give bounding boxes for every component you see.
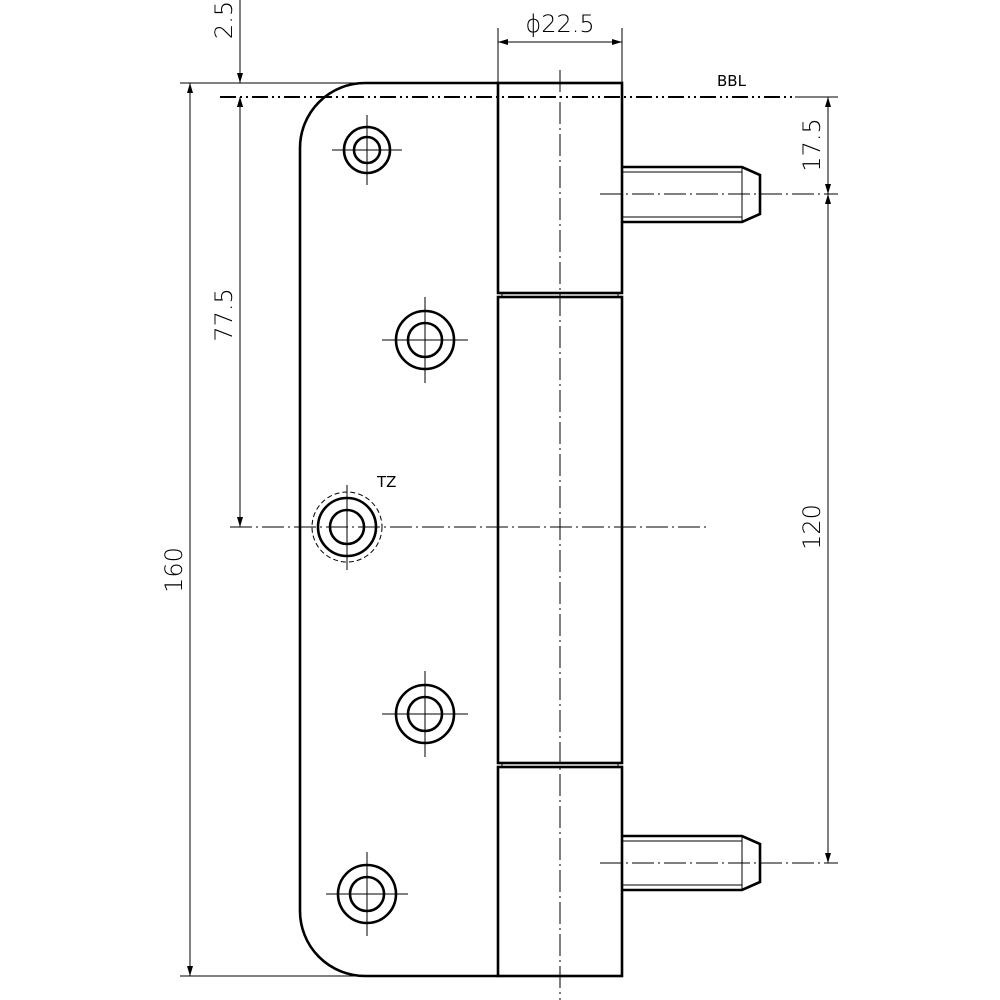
screw-hole-5 (326, 852, 408, 936)
hinge-plate (298, 81, 498, 978)
screw-hole-2 (382, 297, 468, 383)
top-pin (600, 165, 838, 224)
dim-17-5-label: 17.5 (798, 118, 826, 171)
screw-hole-tz: TZ (311, 473, 396, 570)
dim-160-label: 160 (160, 547, 188, 593)
dim-diameter-label: ϕ22.5 (525, 10, 594, 38)
dim-120-label: 120 (798, 504, 826, 550)
dim-77-5-label: 77.5 (210, 288, 238, 341)
screw-hole-1 (332, 115, 402, 185)
tz-label: TZ (376, 473, 396, 491)
dim-2-5-label: 2.5 (210, 1, 238, 39)
bottom-pin (600, 834, 838, 892)
bbl-label: BBL (717, 72, 747, 90)
screw-hole-4 (382, 671, 468, 757)
